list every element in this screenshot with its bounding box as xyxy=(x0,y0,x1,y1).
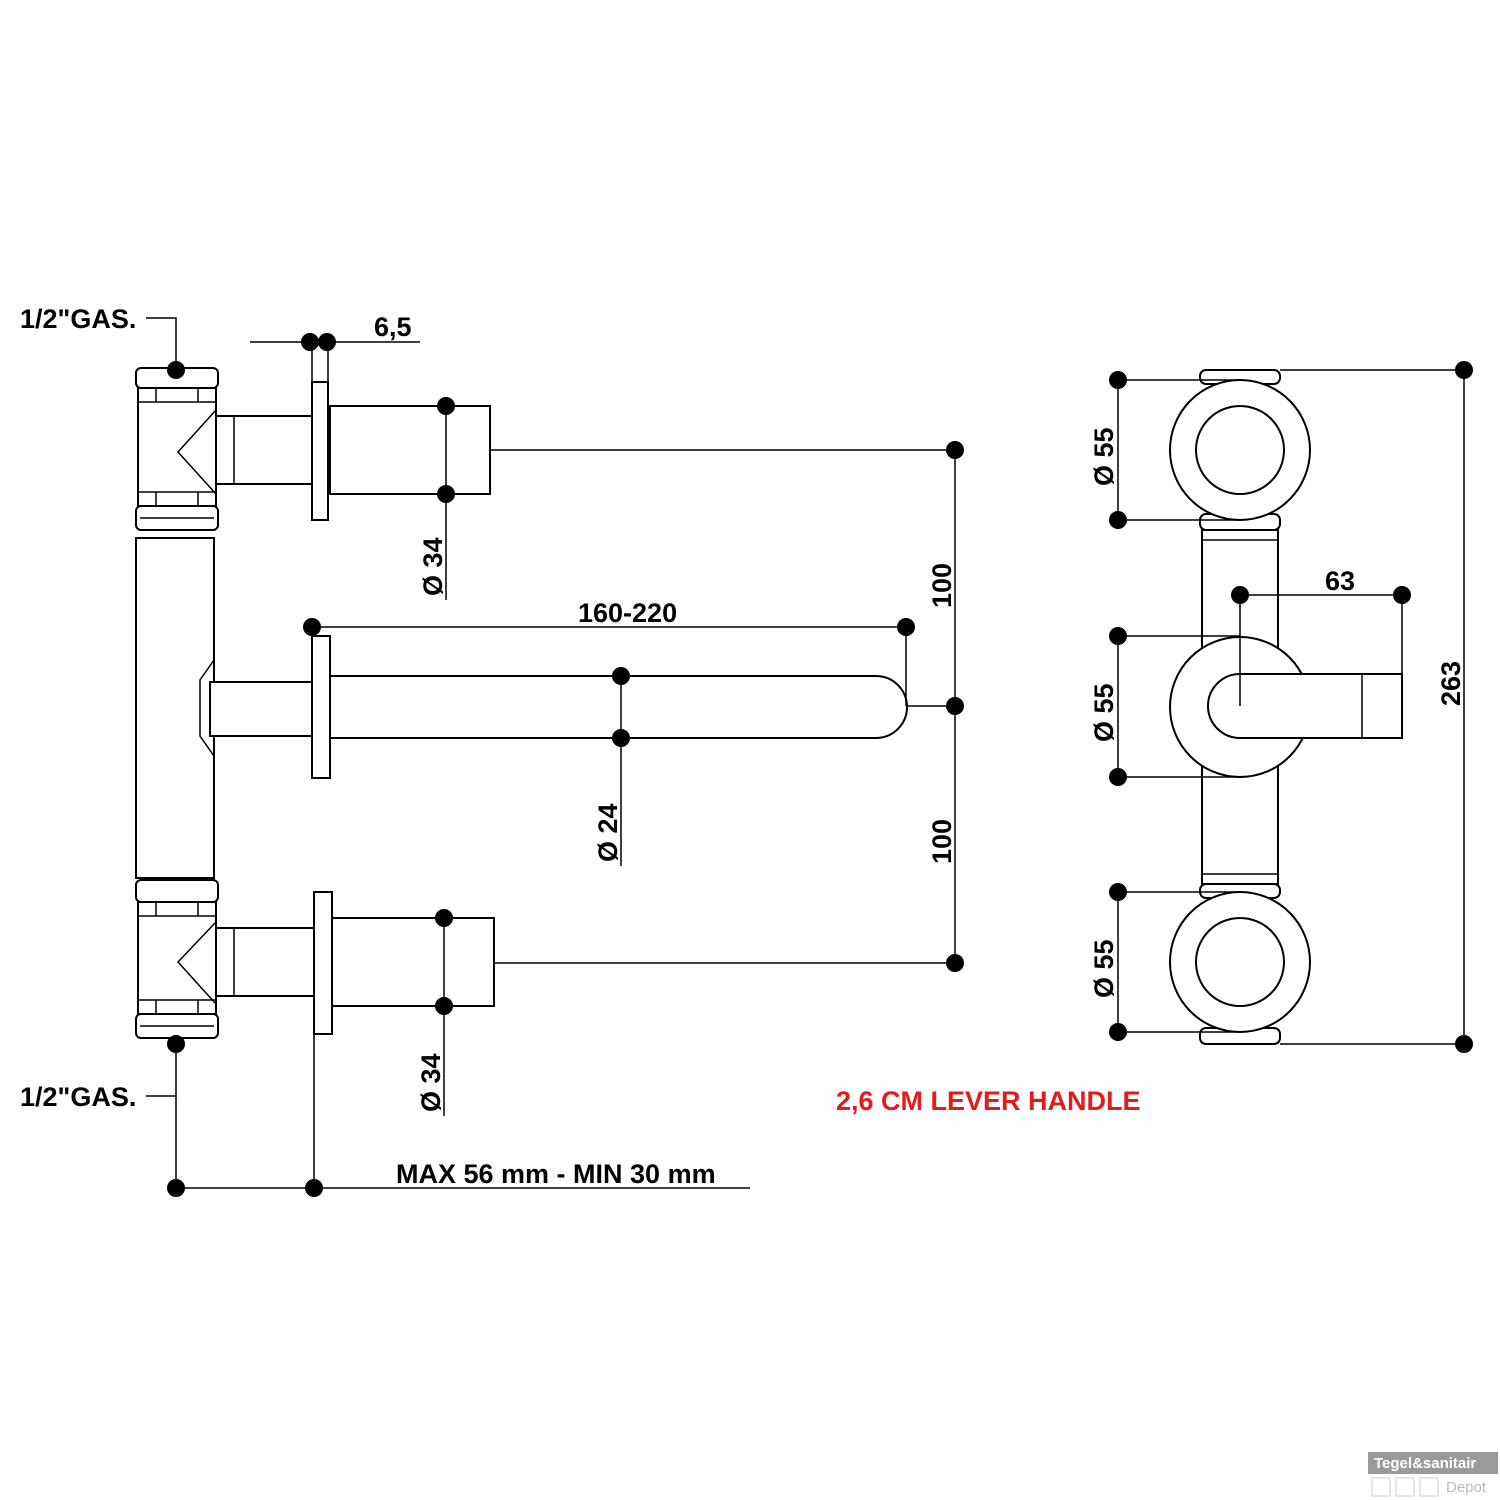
top-handle xyxy=(215,381,491,521)
flange-thickness-label: 6,5 xyxy=(374,312,412,342)
bottom-valve-housing xyxy=(135,879,219,1039)
spacing-upper-label: 100 xyxy=(927,563,957,608)
spout xyxy=(209,635,908,779)
side-view xyxy=(135,317,964,1197)
wall-depth-label: MAX 56 mm - MIN 30 mm xyxy=(396,1159,716,1189)
gas-label-bottom: 1/2"GAS. xyxy=(20,1082,136,1112)
rosette-top-label: Ø 55 xyxy=(1089,427,1119,486)
rosette-middle-label: Ø 55 xyxy=(1089,683,1119,742)
handle-diameter-upper-label: Ø 34 xyxy=(418,537,448,596)
handle-diameter-lower-label: Ø 34 xyxy=(416,1053,446,1112)
bottom-handle xyxy=(215,891,495,1035)
spacing-lower-label: 100 xyxy=(927,819,957,864)
lever-handle-note: 2,6 CM LEVER HANDLE xyxy=(836,1086,1141,1116)
watermark-logo: Tegel&sanitair Depot xyxy=(1368,1452,1498,1497)
watermark-line2: Depot xyxy=(1446,1479,1487,1496)
lever-length-label: 63 xyxy=(1325,566,1355,596)
spout-diameter-label: Ø 24 xyxy=(593,803,623,862)
rosette-bottom-label: Ø 55 xyxy=(1089,939,1119,998)
total-height-label: 263 xyxy=(1436,661,1466,706)
top-rosette xyxy=(1169,379,1311,521)
gas-label-top: 1/2"GAS. xyxy=(20,304,136,334)
spout-length-label: 160-220 xyxy=(578,598,677,628)
top-valve-housing xyxy=(135,367,219,531)
spout-connector xyxy=(199,657,215,759)
watermark-line1: Tegel&sanitair xyxy=(1374,1455,1476,1472)
front-view xyxy=(1109,361,1473,1053)
middle-rosette-lever xyxy=(1169,636,1403,778)
body-tube xyxy=(135,537,215,879)
bottom-rosette xyxy=(1169,891,1311,1033)
